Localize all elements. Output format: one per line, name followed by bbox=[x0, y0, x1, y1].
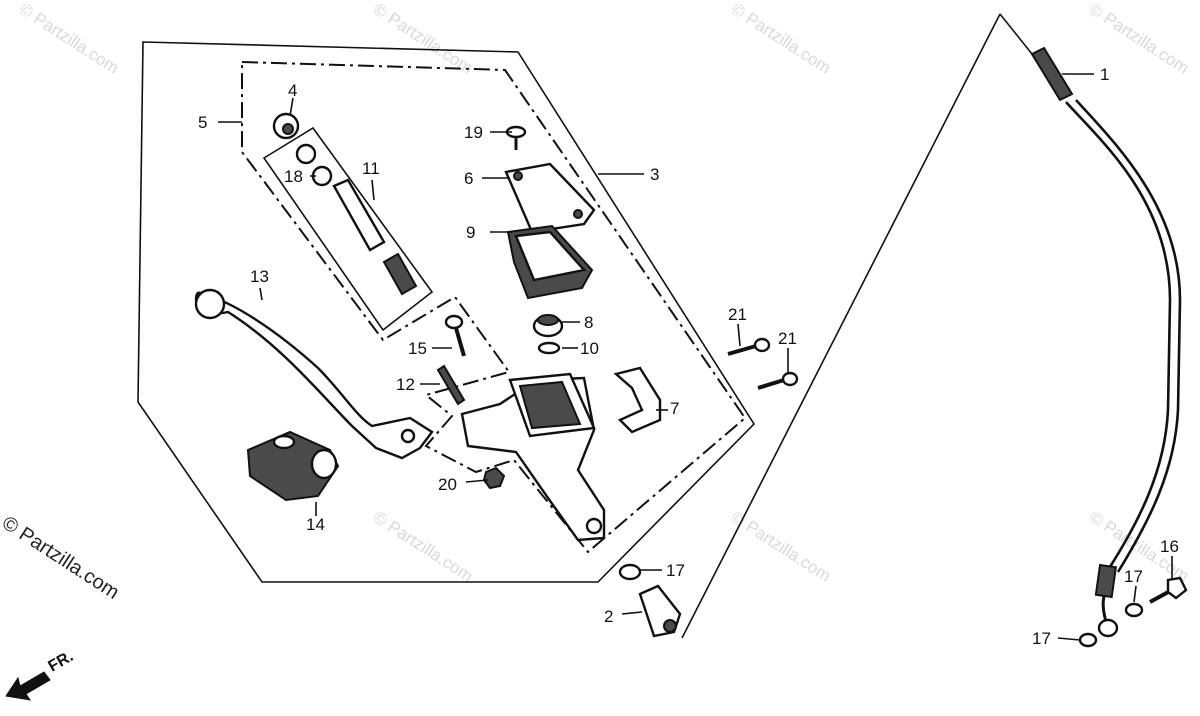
callout-12: 12 bbox=[396, 375, 415, 394]
callout-4: 4 bbox=[288, 81, 297, 100]
callout-7: 7 bbox=[670, 399, 679, 418]
part-20-nut[interactable] bbox=[482, 466, 506, 490]
piston-kit-11-outline bbox=[262, 126, 434, 332]
bolt-21-upper-head bbox=[753, 337, 771, 353]
cable-end-fitting bbox=[1030, 46, 1074, 102]
bracket-body bbox=[246, 430, 340, 502]
part-21-bolt-lower[interactable] bbox=[757, 371, 799, 390]
assembly-3-outline bbox=[137, 41, 756, 583]
bolt-21-lower-shank bbox=[757, 378, 785, 390]
cap-screw-hole-2 bbox=[573, 209, 583, 219]
callout-13: 13 bbox=[250, 267, 269, 286]
piston-rod bbox=[332, 178, 386, 252]
callouts: 1 2 3 4 5 6 7 8 9 10 11 12 13 14 15 16 1… bbox=[198, 65, 1179, 648]
cable-lower-fitting bbox=[1094, 563, 1118, 599]
front-direction-indicator: FR. bbox=[5, 648, 77, 701]
lever-pivot-hole bbox=[400, 428, 416, 444]
pivot-bolt-shank bbox=[454, 327, 466, 357]
part-9-diaphragm[interactable] bbox=[506, 224, 594, 300]
part-14-lever-bracket[interactable] bbox=[246, 430, 340, 502]
part-17-washer-upper[interactable] bbox=[618, 563, 642, 581]
watermark-2: © Partzilla.com bbox=[370, 0, 476, 78]
front-arrow-icon bbox=[5, 671, 51, 701]
callout-14: 14 bbox=[306, 515, 325, 534]
part-6-reservoir-cap[interactable] bbox=[504, 162, 596, 234]
callout-17-mid: 17 bbox=[1124, 567, 1143, 586]
watermark-3: © Partzilla.com bbox=[728, 0, 834, 78]
cable-sheath-inner bbox=[1075, 99, 1182, 573]
bolt-21-lower-head bbox=[781, 371, 799, 387]
callout-20: 20 bbox=[438, 475, 457, 494]
piston-spring bbox=[382, 252, 418, 296]
assembly-5-dashed-outline bbox=[241, 60, 747, 554]
callout-17-upper: 17 bbox=[666, 561, 685, 580]
boot-center bbox=[282, 123, 294, 135]
callout-3: 3 bbox=[650, 165, 659, 184]
callout-8: 8 bbox=[584, 313, 593, 332]
pivot-bolt-head bbox=[444, 314, 464, 330]
bracket-top-lug bbox=[272, 434, 296, 450]
cap-plate bbox=[504, 162, 596, 234]
callout-16: 16 bbox=[1160, 537, 1179, 556]
watermark-6: © Partzilla.com bbox=[728, 507, 834, 585]
part-4-boot[interactable] bbox=[272, 112, 300, 140]
lever-ball-end bbox=[194, 288, 226, 320]
part-15-pivot-bolt[interactable] bbox=[444, 314, 466, 357]
callout-2: 2 bbox=[604, 607, 613, 626]
reservoir-window bbox=[518, 380, 582, 430]
callout-18: 18 bbox=[284, 167, 303, 186]
banjo-bolt-head bbox=[1166, 576, 1188, 600]
callout-11: 11 bbox=[362, 159, 380, 178]
part-3-master-cylinder[interactable] bbox=[460, 372, 606, 542]
callout-10: 10 bbox=[580, 339, 599, 358]
part-2-banjo-fitting[interactable] bbox=[638, 584, 682, 638]
watermark-5: © Partzilla.com bbox=[370, 507, 476, 585]
bolt-21-upper-shank bbox=[727, 344, 757, 356]
master-cylinder-mount-hole bbox=[585, 517, 603, 535]
callout-17-lower: 17 bbox=[1032, 629, 1051, 648]
leader-lines bbox=[218, 73, 1173, 641]
part-11-piston-set[interactable] bbox=[332, 178, 418, 296]
cap-screw-hole-1 bbox=[513, 171, 523, 181]
part-19-screw[interactable] bbox=[505, 125, 527, 150]
watermark-1: © Partzilla.com bbox=[16, 0, 122, 78]
cable-sheath bbox=[1065, 101, 1172, 571]
watermarks: © Partzilla.com © Partzilla.com © Partzi… bbox=[16, 0, 1192, 586]
callout-5: 5 bbox=[198, 113, 207, 132]
callout-1: 1 bbox=[1100, 65, 1109, 84]
cable-1-dash-line bbox=[999, 13, 1033, 55]
front-label: FR. bbox=[46, 648, 77, 676]
clutch-cable[interactable] bbox=[1030, 46, 1182, 638]
part-13-clutch-lever[interactable] bbox=[194, 288, 434, 460]
part-21-bolt-upper[interactable] bbox=[727, 337, 771, 356]
callout-21-lower: 21 bbox=[778, 329, 797, 348]
banjo-hole bbox=[663, 619, 677, 633]
cable-lower-pipe bbox=[1101, 595, 1108, 623]
part-7-holder[interactable] bbox=[613, 366, 662, 434]
float-top bbox=[537, 314, 559, 326]
part-8-float[interactable] bbox=[532, 314, 564, 338]
part-18-circlip[interactable] bbox=[295, 143, 317, 165]
callout-15: 15 bbox=[408, 339, 427, 358]
cable-banjo-eye bbox=[1097, 618, 1119, 638]
callout-19: 19 bbox=[464, 123, 483, 142]
callout-6: 6 bbox=[464, 169, 473, 188]
part-10-o-ring[interactable] bbox=[537, 341, 561, 355]
part-17-washer-lower[interactable] bbox=[1078, 632, 1098, 648]
callout-21-upper: 21 bbox=[728, 305, 747, 324]
callout-9: 9 bbox=[466, 223, 475, 242]
bracket-bore bbox=[310, 448, 338, 480]
part-17-washer-mid[interactable] bbox=[1124, 602, 1144, 618]
part-16-banjo-bolt[interactable] bbox=[1149, 576, 1188, 604]
cable-1-long-line bbox=[681, 13, 1001, 639]
diaphragm-plate bbox=[514, 230, 587, 282]
part-12-spring[interactable] bbox=[436, 364, 466, 406]
